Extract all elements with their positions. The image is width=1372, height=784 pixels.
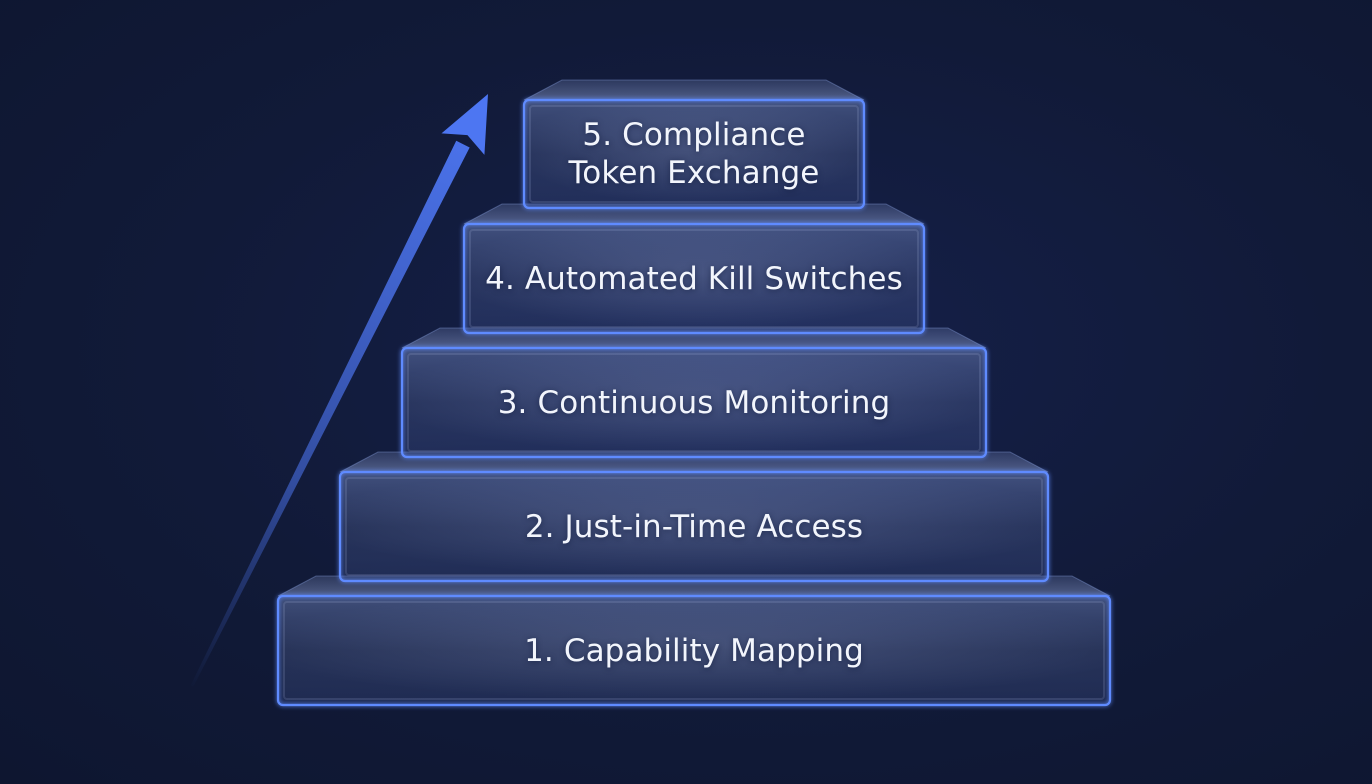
- tier-label-5: 5. Compliance Token Exchange: [568, 117, 820, 191]
- tier-outline: [522, 98, 866, 210]
- ascending-arrow-icon: [441, 94, 488, 155]
- tier-inner-glow: [468, 228, 920, 329]
- tier-inner-glow: [528, 104, 860, 204]
- tier-inner-glow: [344, 476, 1044, 577]
- tier-bevel: [283, 601, 1105, 700]
- pyramid-tier-1: [276, 575, 1112, 707]
- tier-outline: [462, 222, 926, 335]
- tier-label-2: 2. Just-in-Time Access: [524, 508, 864, 545]
- tier-label-4: 4. Automated Kill Switches: [485, 260, 903, 297]
- tier-inner-glow: [282, 600, 1106, 701]
- tier-label-1: 1. Capability Mapping: [524, 632, 864, 669]
- arrow-shaft: [190, 140, 470, 687]
- tier-bevel: [407, 353, 981, 452]
- tier-bevel: [345, 477, 1043, 576]
- tier-top-face: [523, 79, 865, 101]
- tier-outline: [400, 346, 988, 459]
- tier-label-3: 3. Continuous Monitoring: [497, 384, 891, 421]
- tier-outline: [276, 594, 1112, 707]
- pyramid-tier-5: [522, 79, 866, 210]
- tier-bevel: [529, 105, 859, 203]
- tier-bevel: [469, 229, 919, 328]
- tier-outline: [338, 470, 1050, 583]
- tier-inner-glow: [406, 352, 982, 453]
